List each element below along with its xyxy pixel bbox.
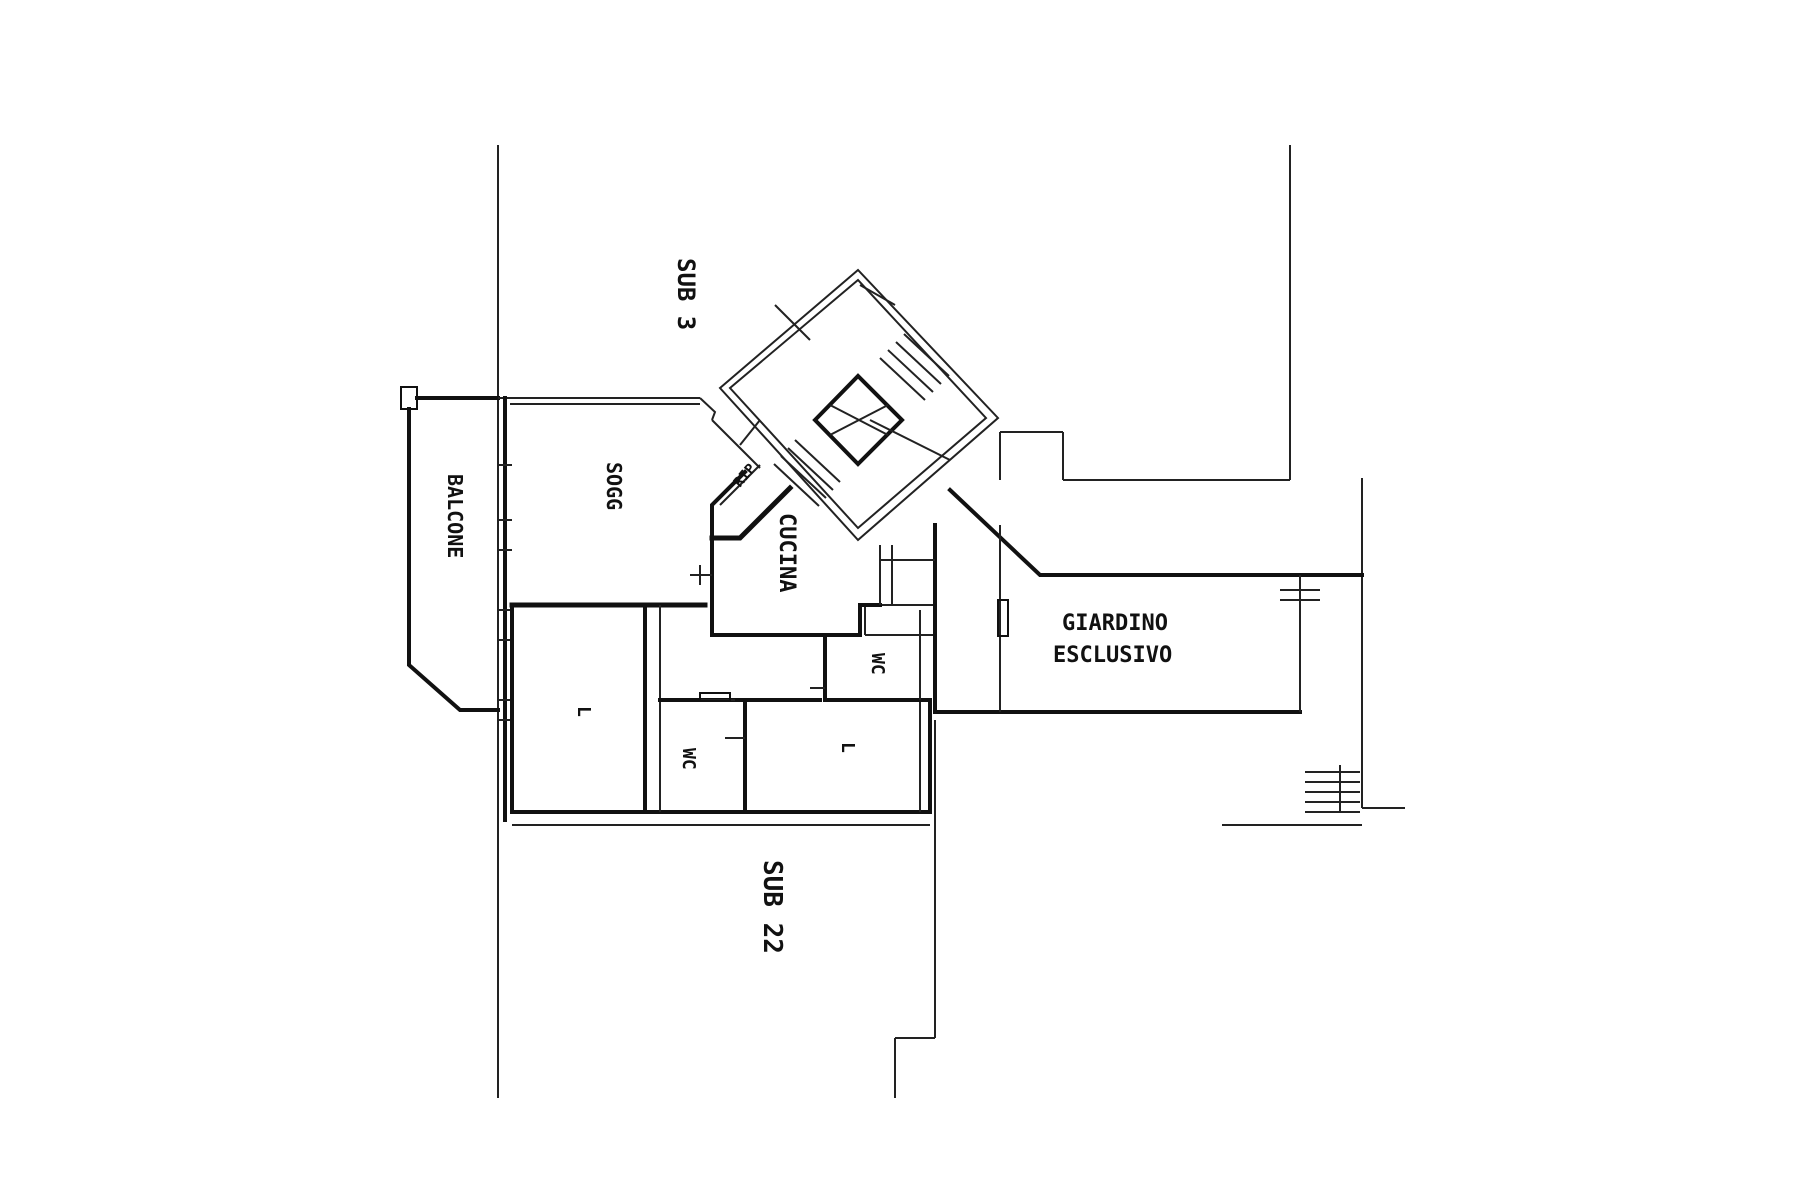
label-wc-upper: WC	[867, 653, 888, 675]
label-wc-lower: WC	[678, 748, 699, 770]
label-esclusivo: ESCLUSIVO	[1053, 643, 1172, 668]
label-sub-22: SUB 22	[757, 860, 787, 954]
apartment-walls	[498, 396, 935, 826]
label-cucina: CUCINA	[774, 513, 799, 592]
garden-walls	[920, 487, 1364, 714]
label-balcone: BALCONE	[443, 474, 467, 558]
label-sub-3: SUB 3	[672, 258, 700, 330]
label-giardino: GIARDINO	[1062, 611, 1168, 636]
label-l-left: L	[573, 706, 594, 717]
boundary-lines	[497, 145, 1405, 1098]
label-sogg: SOGG	[602, 462, 626, 510]
label-rip: RIP	[731, 461, 760, 491]
stair-treads	[773, 333, 950, 507]
stair-core	[718, 268, 1000, 542]
balcone-outline	[400, 386, 510, 712]
garden-steps	[1305, 765, 1360, 813]
label-l-right: L	[837, 742, 858, 753]
